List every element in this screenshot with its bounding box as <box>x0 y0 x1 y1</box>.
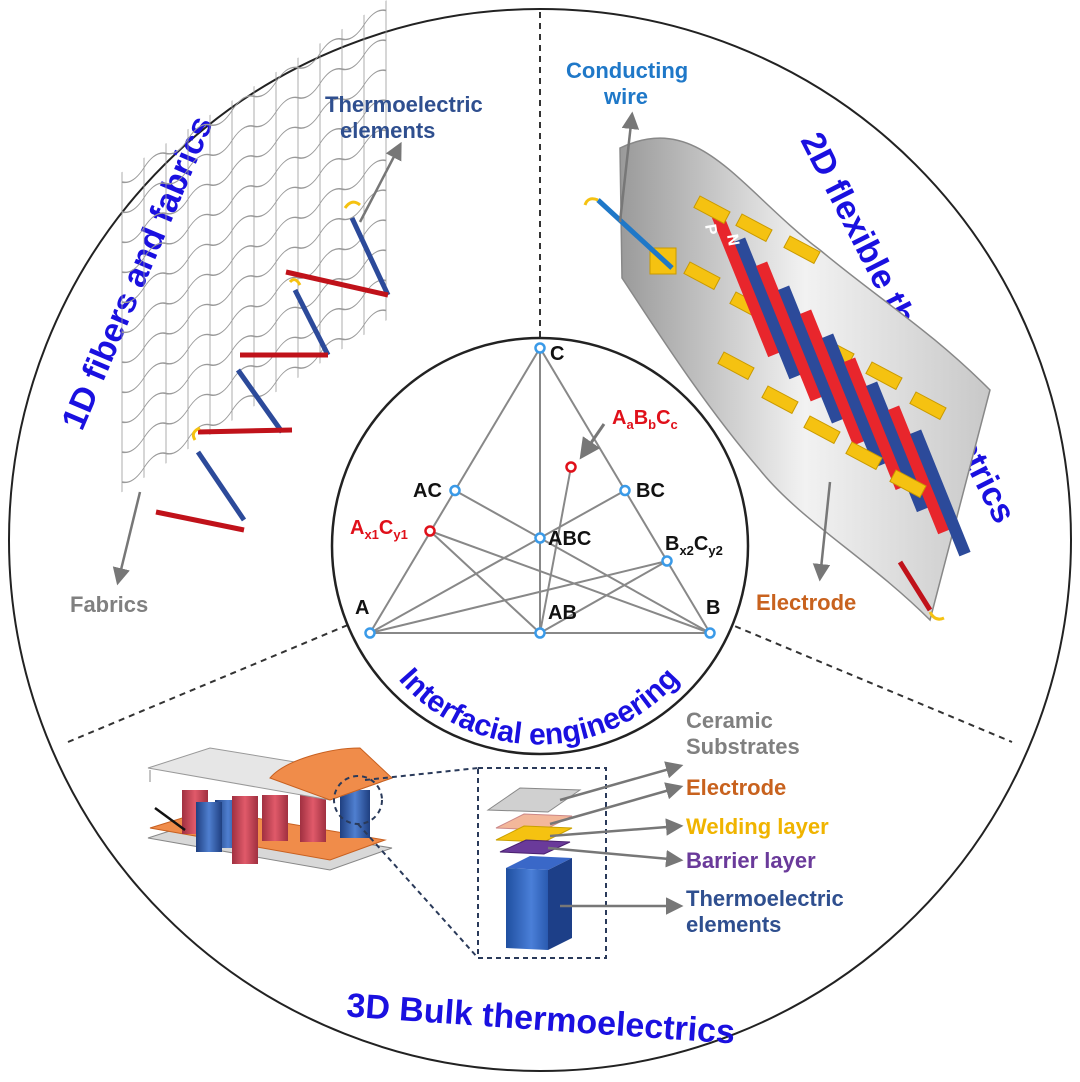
composition-abc-label: AaBbCc <box>612 407 678 432</box>
fiber-thermo-elements <box>155 200 391 533</box>
label-2d-electrode: Electrode <box>756 590 856 615</box>
divider-right <box>724 621 1013 743</box>
vertex-bc-label: BC <box>636 480 665 502</box>
vertex-c-label: C <box>550 343 564 365</box>
layer-label-1: Electrode <box>686 775 786 800</box>
arrow-2d-electrode <box>812 481 832 582</box>
layer-label-3: Barrier layer <box>686 848 816 873</box>
section-2d: 2D flexible thermoelectrics P N Conducti… <box>566 58 1023 622</box>
label-1d-thermo-line2: elements <box>340 118 435 143</box>
layer-label-4: Thermoelectric <box>686 886 844 911</box>
fabric-mesh <box>121 0 387 493</box>
arrow-1d-fabrics <box>112 491 142 586</box>
p-letter: P <box>701 223 720 237</box>
vertex-ac-label: AC <box>413 480 442 502</box>
section-3d-title: 3D Bulk thermoelectrics <box>345 986 736 1051</box>
layer-label-0-line2: Substrates <box>686 734 800 759</box>
center-panel: C A B AB AC BC ABC AaBbCc Ax1Cy1 Bx2Cy2 … <box>330 336 750 756</box>
composition-bc-label: Bx2Cy2 <box>665 533 723 558</box>
outer-circle <box>8 8 1072 1072</box>
flex-legs <box>649 195 971 557</box>
conducting-wire <box>596 198 674 270</box>
arrow-composition <box>579 423 606 460</box>
phase-triangle <box>364 342 716 639</box>
layer-label-2: Welding layer <box>686 814 829 839</box>
layer-stack <box>486 787 582 950</box>
label-1d-fabrics: Fabrics <box>70 592 148 617</box>
label-2d-wire-line2: wire <box>603 84 648 109</box>
arrow-1d-thermo <box>358 141 402 223</box>
layer-label-0: Ceramic <box>686 708 773 733</box>
label-1d-thermo-line1: Thermoelectric <box>325 92 483 117</box>
vertex-b-label: B <box>706 597 720 619</box>
label-2d-wire-line1: Conducting <box>566 58 688 83</box>
zoom-box <box>477 767 607 959</box>
arrow-2d-wire <box>618 111 640 223</box>
vertex-ab-label: AB <box>548 602 577 624</box>
bulk-module <box>147 747 393 871</box>
divider-left <box>67 621 356 743</box>
layer-label-4-line2: elements <box>686 912 781 937</box>
vertex-abc-label: ABC <box>548 528 591 550</box>
n-letter: N <box>723 233 742 247</box>
composition-ac-label: Ax1Cy1 <box>350 517 408 542</box>
vertex-a-label: A <box>355 597 369 619</box>
